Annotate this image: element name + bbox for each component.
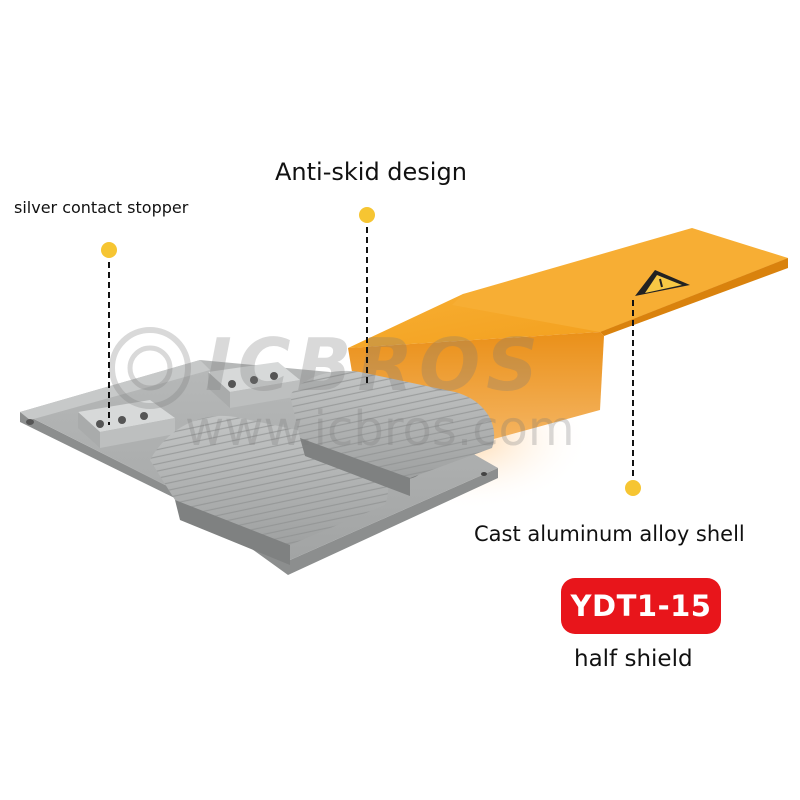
variant-label: half shield: [574, 646, 693, 672]
callout-antiskid-marker: [359, 207, 375, 385]
model-badge: YDT1-15: [561, 578, 721, 634]
watermark: ICBROS www.icbros.com: [109, 323, 575, 457]
orange-shield-cover: [348, 228, 788, 440]
callout-stopper-marker: [101, 242, 117, 425]
watermark-brand: ICBROS: [205, 323, 544, 407]
silver-contact-stopper-label: silver contact stopper: [14, 198, 189, 217]
callout-shell-marker: [625, 300, 641, 496]
micro-switch-right: [208, 362, 300, 408]
pedal-left: [150, 415, 389, 565]
warning-triangle-icon: [635, 270, 690, 296]
watermark-url: www.icbros.com: [185, 401, 575, 457]
anti-skid-design-label: Anti-skid design: [275, 158, 467, 186]
cast-aluminum-shell-label: Cast aluminum alloy shell: [474, 522, 745, 546]
pedal-right: [290, 370, 495, 496]
micro-switch-left: [78, 400, 175, 448]
